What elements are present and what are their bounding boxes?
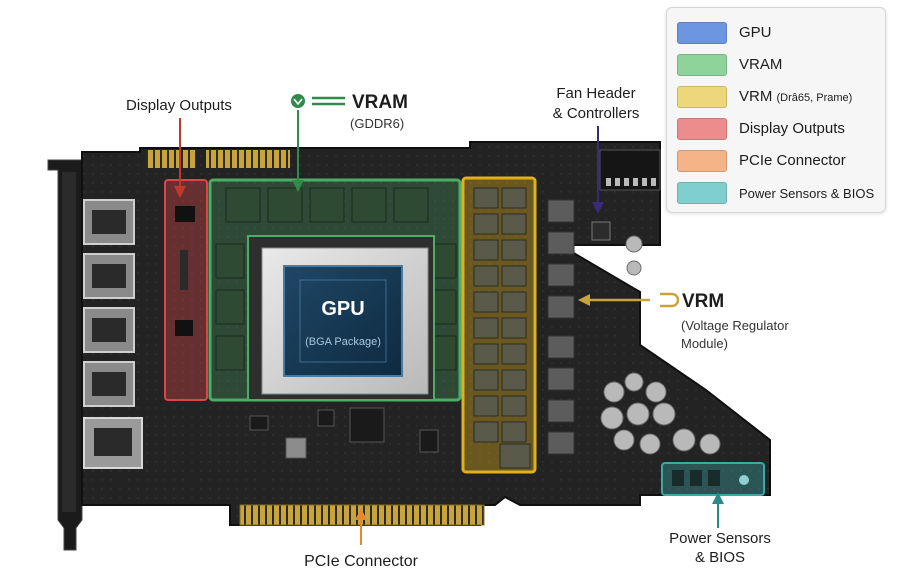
display-ports xyxy=(83,199,143,469)
vram-arrowhead xyxy=(292,180,304,192)
vrm-chokes xyxy=(473,187,531,469)
fan-header-arrowhead xyxy=(592,202,604,214)
legend-label-pcie: PCIe Connector xyxy=(739,152,846,169)
legend: GPU VRAM VRM (Drâ65, Prame) Display Outp… xyxy=(666,7,886,213)
power-sensors-arrowhead xyxy=(712,492,724,504)
fan-header-pins xyxy=(606,178,656,186)
top-gold-contacts-left xyxy=(146,150,196,168)
power-sensors-label-line2: & BIOS xyxy=(695,549,745,566)
legend-label-display-outputs: Display Outputs xyxy=(739,120,845,137)
legend-label-gpu: GPU xyxy=(739,24,772,41)
power-sensors-label-line1: Power Sensors xyxy=(669,530,771,547)
display-outputs-arrowhead xyxy=(174,186,186,198)
legend-swatch-vram xyxy=(677,54,727,76)
gpu-title: GPU xyxy=(321,298,364,320)
legend-item-power-sensors: Power Sensors & BIOS xyxy=(677,180,882,206)
legend-item-vrm: VRM (Drâ65, Prame) xyxy=(677,84,882,110)
io-bracket xyxy=(47,159,83,551)
legend-swatch-gpu xyxy=(677,22,727,44)
legend-label-vrm-wrap: VRM (Drâ65, Prame) xyxy=(739,88,852,105)
pcie-label: PCIe Connector xyxy=(304,553,419,570)
legend-label-vram: VRAM xyxy=(739,56,783,73)
legend-swatch-pcie xyxy=(677,150,727,172)
gpu-die xyxy=(283,265,403,377)
vrm-arrowhead xyxy=(578,294,590,306)
vrm-callout-icon xyxy=(660,292,680,308)
fan-controller-chip xyxy=(591,221,611,241)
bios-chips xyxy=(672,470,749,486)
top-gold-contacts-right xyxy=(206,150,290,168)
vrm-power-stages xyxy=(547,199,575,455)
vram-callout-icon xyxy=(291,94,305,108)
fan-header-label-line2: & Controllers xyxy=(553,105,640,122)
pcie-arrowhead xyxy=(355,508,367,520)
legend-label-power-sensors: Power Sensors & BIOS xyxy=(739,186,875,201)
capacitors xyxy=(600,235,721,455)
vram-callout-chevron xyxy=(293,98,303,106)
vram-label-title: VRAM xyxy=(352,92,408,113)
vrm-label-title: VRM xyxy=(682,291,724,312)
vram-label-subtitle: (GDDR6) xyxy=(350,116,404,131)
legend-item-pcie: PCIe Connector xyxy=(677,148,882,174)
legend-swatch-display-outputs xyxy=(677,118,727,140)
vrm-label-sub-line2: Module) xyxy=(681,336,728,351)
legend-swatch-vrm xyxy=(677,86,727,108)
fan-header-label-line1: Fan Header xyxy=(556,85,635,102)
legend-item-gpu: GPU xyxy=(677,20,882,46)
legend-item-vram: VRAM xyxy=(677,52,882,78)
vrm-label-sub-line1: (Voltage Regulator xyxy=(681,318,789,333)
misc-components xyxy=(249,407,439,459)
gpu-subtitle: (BGA Package) xyxy=(305,336,381,348)
legend-swatch-power-sensors xyxy=(677,182,727,204)
legend-label-vrm: VRM xyxy=(739,88,773,105)
display-controller-chips xyxy=(175,206,195,336)
vram-chips xyxy=(215,187,457,371)
display-outputs-label: Display Outputs xyxy=(126,97,232,114)
legend-item-display-outputs: Display Outputs xyxy=(677,116,882,142)
gpu-die-inner xyxy=(299,279,387,363)
legend-label-vrm-note: (Drâ65, Prame) xyxy=(776,92,853,104)
